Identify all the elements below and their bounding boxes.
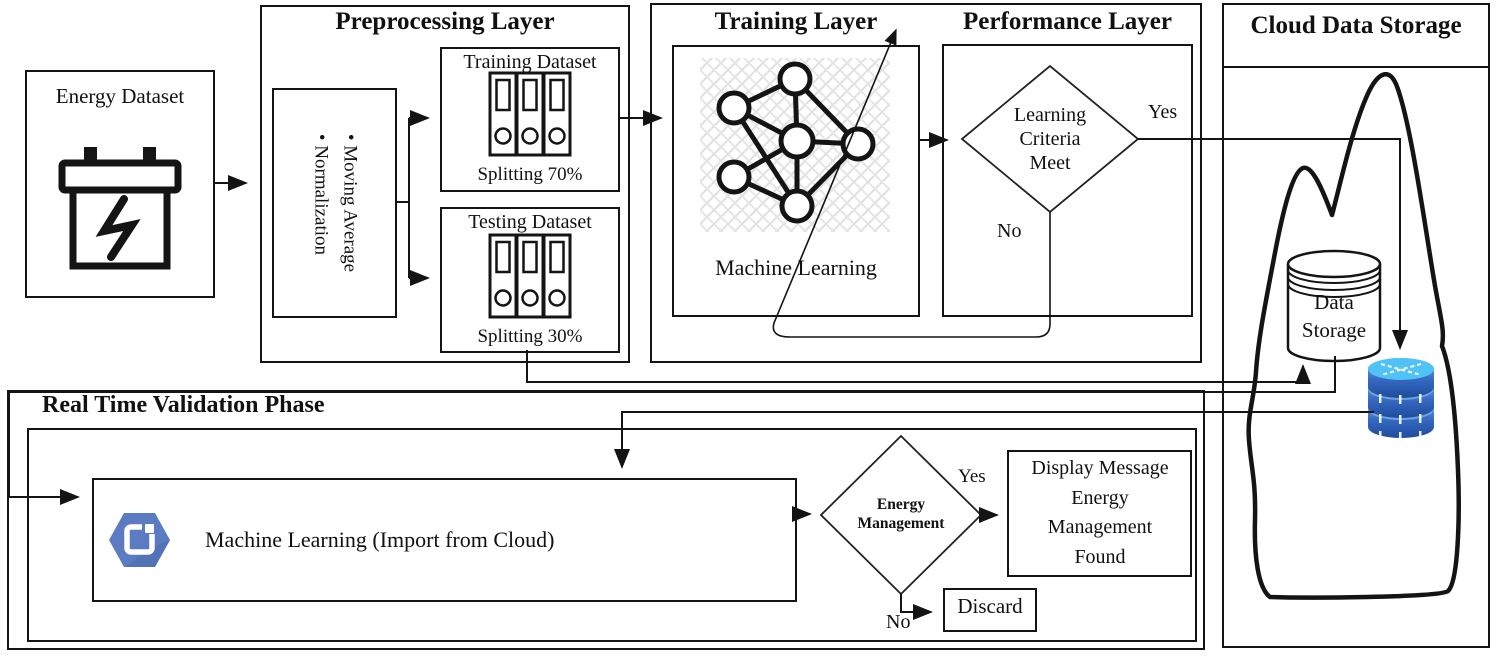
performance-layer-inner-box [942, 44, 1193, 317]
energy-dataset-box [25, 70, 215, 298]
ml-import-box [92, 478, 797, 602]
display-message-box [1007, 450, 1192, 577]
cloud-data-storage-box [1222, 3, 1490, 648]
training-dataset-box [440, 47, 620, 192]
discard-box [943, 588, 1037, 632]
moving-average-box [272, 88, 397, 318]
testing-dataset-box [440, 207, 620, 353]
training-layer-inner-box [672, 45, 920, 317]
